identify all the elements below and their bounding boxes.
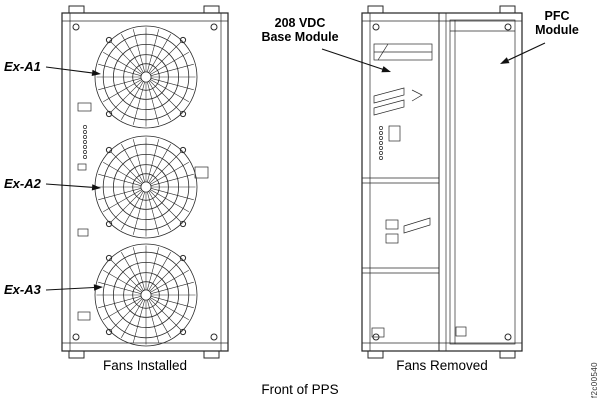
caption-fans-removed: Fans Removed [396,358,488,373]
leader-base-module [321,48,391,73]
mount-tab [203,350,220,359]
left-unit-details [77,102,209,321]
right-unit-frame [361,12,523,352]
callout-pfc-module-line1: PFC [544,9,570,23]
fan-1 [94,25,198,129]
fan-3 [94,243,198,347]
caption-fans-installed: Fans Installed [102,358,188,373]
corner-screws [72,23,218,341]
leader-ex-a3 [45,284,103,291]
mount-tab [367,350,384,359]
mount-tab [499,5,516,14]
callout-base-module-line1: 208 VDC [274,16,326,30]
leader-ex-a1 [45,66,101,76]
leader-ex-a2 [45,183,101,191]
figure-caption: Front of PPS [261,382,339,397]
right-unit [361,5,523,359]
mount-tab [68,5,85,14]
mount-tab [367,5,384,14]
callout-ex-a2: Ex-A2 [4,176,41,191]
mount-tab [203,5,220,14]
callout-pfc-module-line2: Module [535,23,579,38]
callout-base-module-line2: Base Module [261,30,339,45]
mount-tab [499,350,516,359]
fan-2 [94,135,198,239]
figure-id: f2c00540 [590,361,599,398]
base-module-bay [362,43,439,338]
corner-screws [372,23,512,341]
leader-pfc-module [500,42,546,64]
callout-ex-a3: Ex-A3 [4,282,41,297]
callout-pfc-module: PFC Module [517,9,597,38]
pfc-module-bay [449,19,516,345]
left-unit [61,5,229,359]
fan-mount-screws [105,36,187,336]
left-unit-frame [61,12,229,352]
mount-tab [68,350,85,359]
callout-base-module: 208 VDC Base Module [239,16,361,45]
callout-ex-a1: Ex-A1 [4,59,41,74]
